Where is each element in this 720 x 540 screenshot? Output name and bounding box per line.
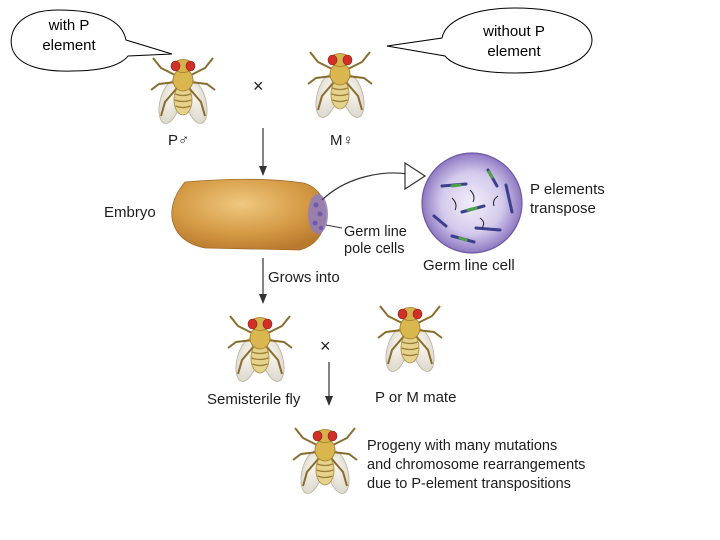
arrow-down-3 bbox=[325, 362, 333, 406]
pole-cells-label-line2: pole cells bbox=[344, 241, 404, 257]
grows-into-label: Grows into bbox=[268, 269, 340, 286]
progeny-line1: Progeny with many mutations bbox=[367, 438, 557, 454]
arrow-down-2 bbox=[259, 258, 267, 304]
pole-cells-label-line1: Germ line bbox=[344, 224, 407, 240]
progeny-line2: and chromosome rearrangements bbox=[367, 457, 585, 473]
germ-line-cell-label: Germ line cell bbox=[423, 257, 515, 274]
arrow-down-1 bbox=[259, 128, 267, 176]
male-fly-icon bbox=[150, 57, 216, 127]
callout-with-p-element: with P element bbox=[10, 9, 173, 72]
callout-without-p-element: without P element bbox=[386, 7, 593, 74]
germ-line-cell bbox=[421, 152, 523, 254]
p-elements-label-line1: P elements bbox=[530, 181, 605, 198]
callout-left-line2: element bbox=[42, 37, 96, 54]
female-label: M♀ bbox=[330, 132, 354, 149]
callout-right-line1: without P bbox=[482, 23, 545, 40]
progeny-line3: due to P-element transpositions bbox=[367, 476, 571, 492]
female-fly-icon bbox=[307, 51, 373, 121]
semisterile-fly-icon bbox=[227, 315, 293, 385]
callout-right-line2: element bbox=[487, 43, 541, 60]
semisterile-label: Semisterile fly bbox=[207, 391, 301, 408]
curved-arrow bbox=[321, 161, 427, 201]
embryo-shape bbox=[171, 178, 328, 251]
p-elements-label-line2: transpose bbox=[530, 200, 596, 217]
progeny-fly-icon bbox=[292, 427, 358, 497]
mate-fly-icon bbox=[377, 305, 443, 375]
male-label: P♂ bbox=[168, 132, 189, 149]
cross-symbol-top: × bbox=[253, 76, 264, 96]
cross-symbol-bottom: × bbox=[320, 336, 331, 356]
embryo-label: Embryo bbox=[104, 204, 156, 221]
callout-left-line1: with P bbox=[48, 17, 90, 34]
mate-label: P or M mate bbox=[375, 389, 456, 406]
